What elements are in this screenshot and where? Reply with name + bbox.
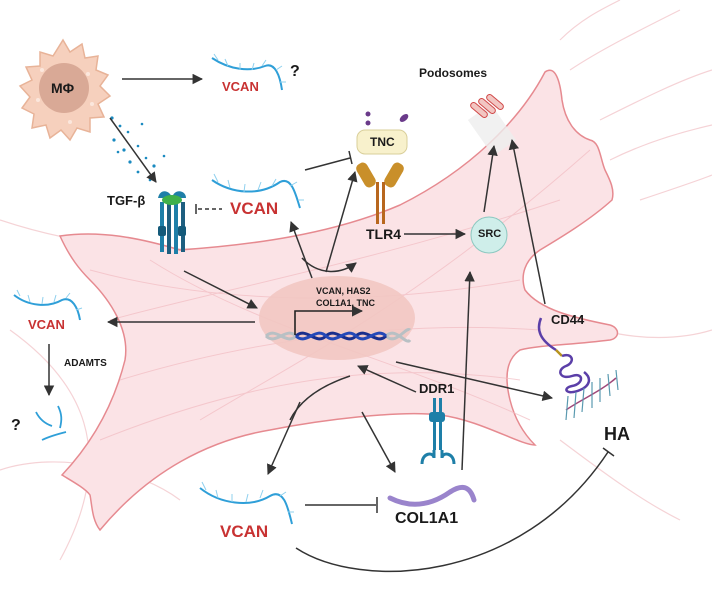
- arrow-nucleus-to-tnc: [325, 170, 358, 273]
- vcan-top-label: VCAN: [222, 79, 259, 94]
- tnc-label: TNC: [370, 135, 395, 149]
- inhibit-vcan-to-ha-bar: [602, 447, 615, 457]
- podosomes-icon: [467, 94, 517, 157]
- vcan-left-label: VCAN: [28, 317, 65, 332]
- inhibit-vcan-to-ha: [295, 451, 609, 573]
- tlr4-label: TLR4: [366, 226, 401, 242]
- arrow-tgfb-to-receptor: [109, 117, 157, 183]
- question-top-label: ?: [290, 63, 300, 80]
- macrophage-icon: [18, 38, 112, 142]
- pathway-arrows: [43, 73, 615, 573]
- macrophage-label: MΦ: [51, 80, 75, 96]
- src-label: SRC: [478, 228, 502, 240]
- vcan-molecule-bottom: [199, 481, 294, 525]
- src-node: [470, 216, 508, 254]
- hyaluronan-icon: [565, 369, 619, 421]
- arrow-tlr4-to-nucleus: [301, 257, 357, 273]
- ddr1-receptor-icon: [420, 398, 456, 465]
- ddr1-label: DDR1: [419, 381, 455, 396]
- question-left-label: ?: [11, 417, 21, 434]
- arrow-nucleus-to-ha: [395, 361, 554, 401]
- collagen-fiber-icon: [387, 484, 477, 507]
- vcan-molecule-top: [211, 53, 286, 91]
- tgf-beta-receptor-icon: [158, 191, 186, 254]
- arrow-ddr1-to-vcan-bottom: [289, 375, 351, 421]
- podosomes-label: Podosomes: [419, 66, 488, 80]
- arrow-ddr1-to-nucleus: [357, 365, 417, 393]
- vcan-bottom-label: VCAN: [220, 522, 269, 541]
- arrow-receptor-to-nucleus: [183, 270, 258, 309]
- vcan-mid-label: VCAN: [230, 199, 279, 218]
- genes-label-line1: VCAN, HAS2: [316, 286, 371, 296]
- adamts-label: ADAMTS: [64, 358, 107, 369]
- arrow-nucleus-to-vcan-mid: [289, 221, 313, 279]
- arrow-to-col1a1: [361, 411, 396, 473]
- vcan-fragments: [35, 405, 67, 441]
- cd44-label: CD44: [551, 312, 585, 327]
- col1a1-label: COL1A1: [395, 510, 459, 527]
- vcan-molecule-mid: [211, 173, 304, 209]
- arrow-src-to-podosomes: [483, 144, 498, 213]
- ha-label: HA: [604, 424, 630, 444]
- dna-icon: [264, 328, 412, 343]
- transcription-start-arrow: [294, 305, 364, 335]
- arrow-cd44-to-podosomes: [508, 138, 546, 305]
- cd44-receptor-icon: [537, 317, 591, 394]
- tgf-beta-label: TGF-β: [107, 193, 146, 208]
- vcan-molecule-left: [13, 289, 83, 321]
- arrow-to-vcan-bottom: [267, 401, 301, 475]
- inhibit-vcan-to-tnc: [304, 157, 351, 171]
- tnc-tlr4-complex-icon: [356, 111, 409, 224]
- tgf-beta-particles: [110, 116, 166, 182]
- genes-label-line2: COL1A1, TNC: [316, 298, 376, 308]
- arrow-nucleus-to-src: [461, 270, 475, 471]
- inhibit-vcan-to-tnc-bar: [348, 150, 353, 165]
